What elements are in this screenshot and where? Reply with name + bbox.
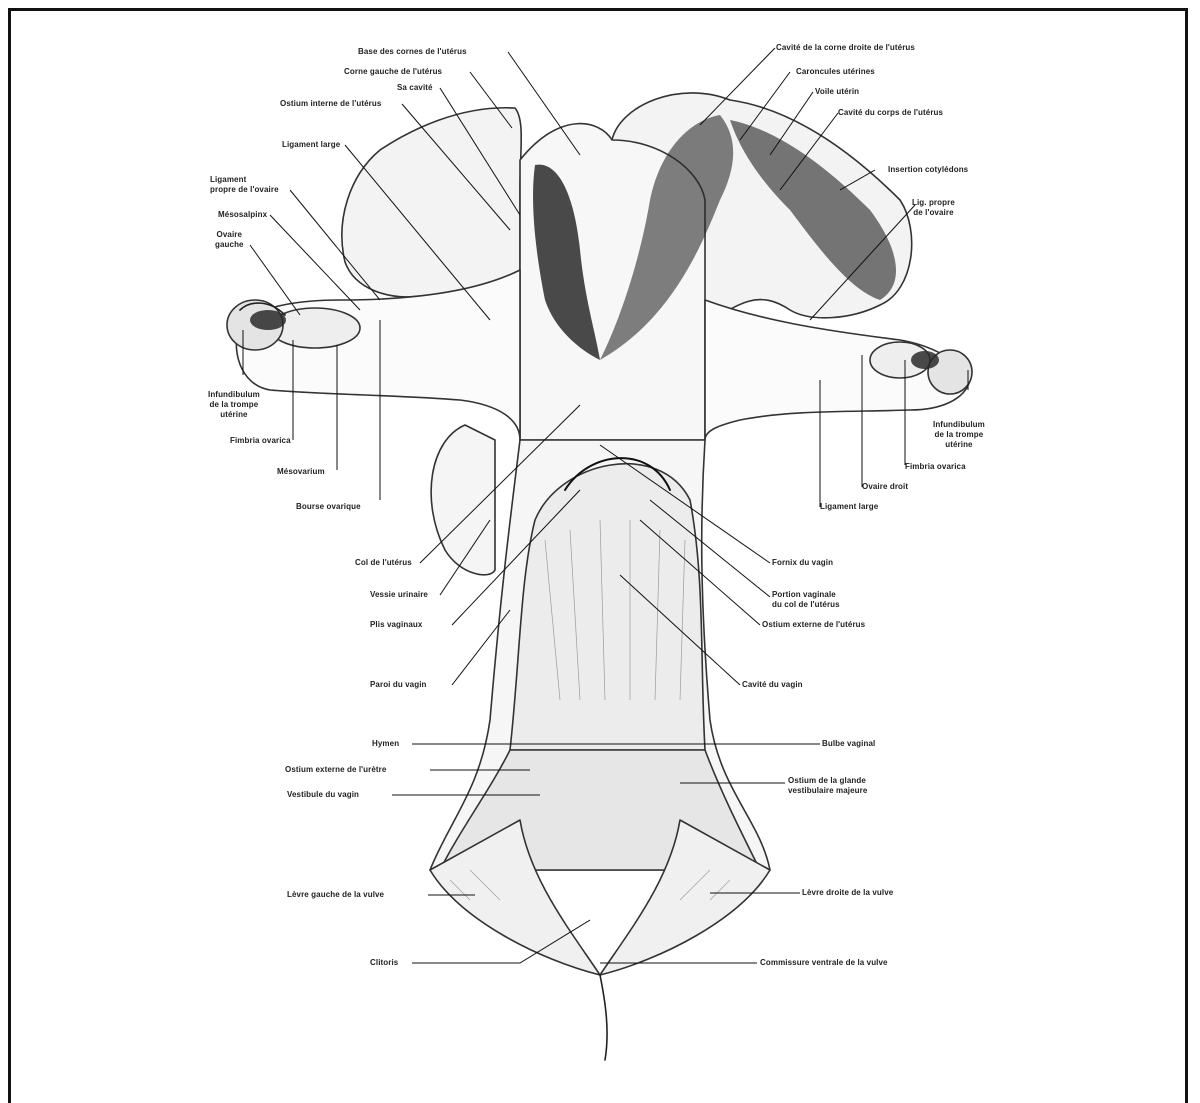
label-insertion-cotyledons: Insertion cotylédons	[888, 165, 968, 175]
urinary-bladder	[431, 425, 495, 575]
label-fimbria-gauche: Fimbria ovarica	[230, 436, 291, 446]
label-plis-vaginaux: Plis vaginaux	[370, 620, 422, 630]
label-fornix: Fornix du vagin	[772, 558, 833, 568]
label-clitoris: Clitoris	[370, 958, 398, 968]
label-bulbe-vaginal: Bulbe vaginal	[822, 739, 875, 749]
label-sa-cavite: Sa cavité	[397, 83, 433, 93]
label-base-cornes: Base des cornes de l'utérus	[358, 47, 467, 57]
label-portion-vaginale: Portion vaginale du col de l'utérus	[772, 590, 840, 610]
label-infundibulum-gauche: Infundibulum de la trompe utérine	[208, 390, 260, 420]
label-ligament-large-top: Ligament large	[282, 140, 340, 150]
label-col-uterus: Col de l'utérus	[355, 558, 412, 568]
left-broad-ligament	[236, 270, 520, 440]
label-fimbria-droit: Fimbria ovarica	[905, 462, 966, 472]
label-voile-uterin: Voile utérin	[815, 87, 859, 97]
label-ligament-large-bottom: Ligament large	[820, 502, 878, 512]
label-corne-gauche: Corne gauche de l'utérus	[344, 67, 442, 77]
label-mesosalpinx: Mésosalpinx	[218, 210, 267, 220]
label-caroncules: Caroncules utérines	[796, 67, 875, 77]
label-levre-gauche: Lèvre gauche de la vulve	[287, 890, 384, 900]
label-bourse-ovarique: Bourse ovarique	[296, 502, 361, 512]
tail-hair	[600, 975, 607, 1060]
label-ostium-urethre: Ostium externe de l'urètre	[285, 765, 386, 775]
label-ovaire-gauche: Ovaire gauche	[215, 230, 244, 250]
label-vestibule: Vestibule du vagin	[287, 790, 359, 800]
label-ostium-glande: Ostium de la glande vestibulaire majeure	[788, 776, 867, 796]
label-cavite-corps: Cavité du corps de l'utérus	[838, 108, 943, 118]
label-cavite-vagin: Cavité du vagin	[742, 680, 803, 690]
label-ligament-propre-ovaire: Ligament propre de l'ovaire	[210, 175, 279, 195]
label-levre-droite: Lèvre droite de la vulve	[802, 888, 893, 898]
label-infundibulum-droit: Infundibulum de la trompe utérine	[933, 420, 985, 450]
label-vessie: Vessie urinaire	[370, 590, 428, 600]
label-mesovarium: Mésovarium	[277, 467, 325, 477]
label-hymen: Hymen	[372, 739, 399, 749]
label-commissure: Commissure ventrale de la vulve	[760, 958, 888, 968]
label-ovaire-droit: Ovaire droit	[862, 482, 908, 492]
label-ostium-externe: Ostium externe de l'utérus	[762, 620, 865, 630]
label-ostium-interne: Ostium interne de l'utérus	[280, 99, 381, 109]
label-lig-propre-ovaire-droit: Lig. propre de l'ovaire	[912, 198, 955, 218]
label-paroi-vagin: Paroi du vagin	[370, 680, 427, 690]
label-cavite-corne-droite: Cavité de la corne droite de l'utérus	[776, 43, 915, 53]
